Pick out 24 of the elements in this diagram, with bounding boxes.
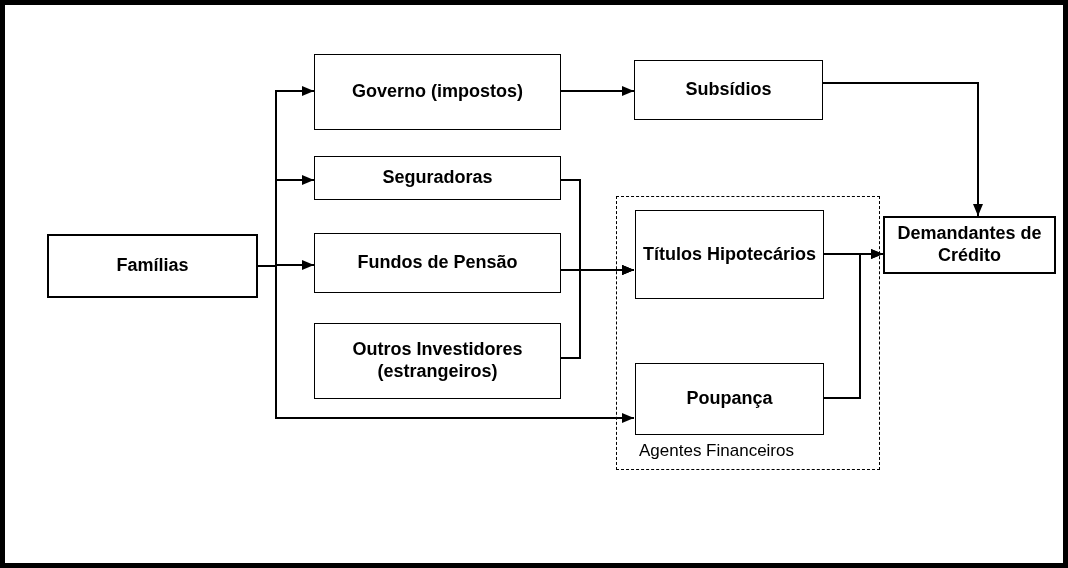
box-label: Famílias xyxy=(116,255,189,277)
process-box xyxy=(314,233,561,293)
arrow xyxy=(560,265,635,359)
process-box xyxy=(634,60,823,120)
box-label: Governo (impostos) xyxy=(352,81,523,103)
process-box xyxy=(314,323,561,399)
box-label: Outros Investidores (estrangeiros) xyxy=(351,339,524,383)
box-label: Demandantes de Crédito xyxy=(896,223,1043,267)
process-box xyxy=(635,210,824,299)
process-box xyxy=(47,234,258,298)
box-label: Fundos de Pensão xyxy=(357,252,518,274)
arrow xyxy=(822,249,884,399)
box-label: Títulos Hipotecários xyxy=(643,243,816,266)
process-box xyxy=(314,54,561,130)
process-box xyxy=(635,363,824,435)
box-label: Poupança xyxy=(686,388,773,410)
group-frame xyxy=(616,196,880,470)
group-label: Agentes Financeiros xyxy=(639,439,794,462)
box-label: Seguradoras xyxy=(382,167,493,189)
arrow xyxy=(560,86,635,96)
process-box xyxy=(314,156,561,200)
process-box xyxy=(883,216,1056,274)
arrow xyxy=(822,82,983,217)
box-label: Subsídios xyxy=(685,79,772,101)
